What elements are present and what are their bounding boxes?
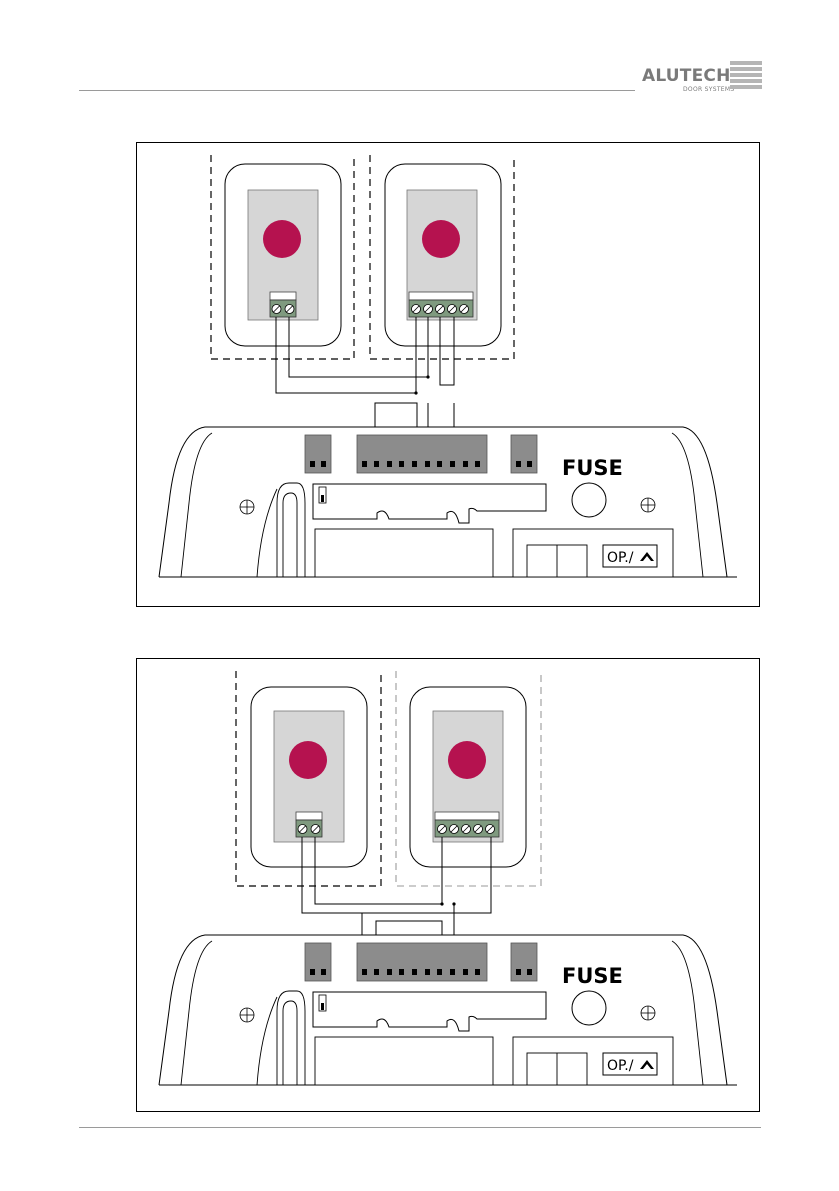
logo-bars-icon [730, 61, 762, 91]
stop-button-icon [263, 220, 301, 258]
terminal-block-left [305, 435, 331, 473]
alutech-logo: ALUTECH DOOR SYSTEMS [642, 60, 762, 96]
terminal-block-main [357, 943, 487, 981]
logo-brand-text: ALUTECH [642, 66, 731, 86]
logo-subtitle-text: DOOR SYSTEMS [683, 86, 734, 93]
terminal-block-right [511, 435, 537, 473]
wiring-diagram-1: FUSE OP./ [136, 142, 760, 607]
control-board: FUSE OP./ [159, 935, 737, 1085]
terminal-block-right [511, 943, 537, 981]
open-button-label: OP./ [607, 1058, 634, 1074]
fuse-label: FUSE [562, 456, 623, 480]
single-button-station [251, 687, 367, 867]
stop-button-icon [289, 741, 327, 779]
control-board: FUSE OP./ [159, 427, 737, 577]
control-button-icon [448, 741, 486, 779]
wiring-diagram-2: FUSE OP./ [136, 658, 760, 1112]
wire-junctions [440, 902, 455, 905]
wiring-diagram-2-svg: FUSE OP./ [137, 659, 761, 1113]
multi-button-station [385, 164, 501, 346]
footer-rule [79, 1127, 761, 1128]
fuse-holder [572, 991, 606, 1025]
single-button-station [225, 164, 341, 346]
header-rule [79, 90, 635, 91]
wire-junctions [414, 375, 429, 394]
terminal-block-left [305, 943, 331, 981]
multi-button-station [410, 687, 526, 867]
control-button-icon [422, 220, 460, 258]
wiring-diagram-1-svg: FUSE OP./ [137, 143, 761, 608]
terminal-block-main [357, 435, 487, 473]
open-button-label: OP./ [607, 550, 634, 566]
fuse-holder [572, 483, 606, 517]
fuse-label: FUSE [562, 964, 623, 988]
